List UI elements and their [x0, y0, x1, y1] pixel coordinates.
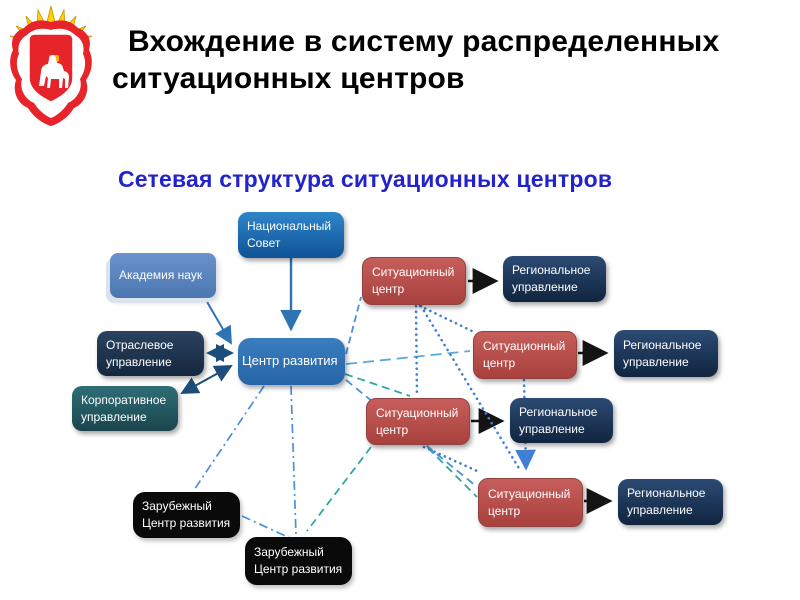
node-regional-management-2: Региональное управление: [614, 330, 718, 377]
node-foreign-dev-center-1: Зарубежный Центр развития: [133, 492, 240, 538]
node-foreign-dev-center-2: Зарубежный Центр развития: [245, 537, 352, 585]
node-development-center: Центр развития: [238, 338, 345, 385]
node-regional-management-3: Региональное управление: [510, 398, 613, 443]
node-situational-center-2: Ситуационный центр: [473, 331, 577, 379]
node-industry-management: Отраслевое управление: [97, 331, 204, 376]
node-academy-of-sciences: Академия наук: [110, 253, 216, 298]
node-regional-management-1: Региональное управление: [503, 256, 606, 302]
node-situational-center-3: Ситуационный центр: [366, 398, 470, 445]
coat-of-arms-icon: [9, 5, 93, 126]
node-national-council: Национальный Совет: [238, 212, 344, 258]
node-situational-center-4: Ситуационный центр: [478, 478, 583, 527]
slide-title: Вхождение в систему распределенных ситуа…: [112, 25, 720, 95]
diagram-subtitle: Сетевая структура ситуационных центров: [118, 166, 613, 192]
node-situational-center-1: Ситуационный центр: [362, 257, 466, 305]
node-regional-management-4: Региональное управление: [618, 479, 723, 525]
node-corporate-management: Корпоративное управление: [72, 386, 178, 431]
